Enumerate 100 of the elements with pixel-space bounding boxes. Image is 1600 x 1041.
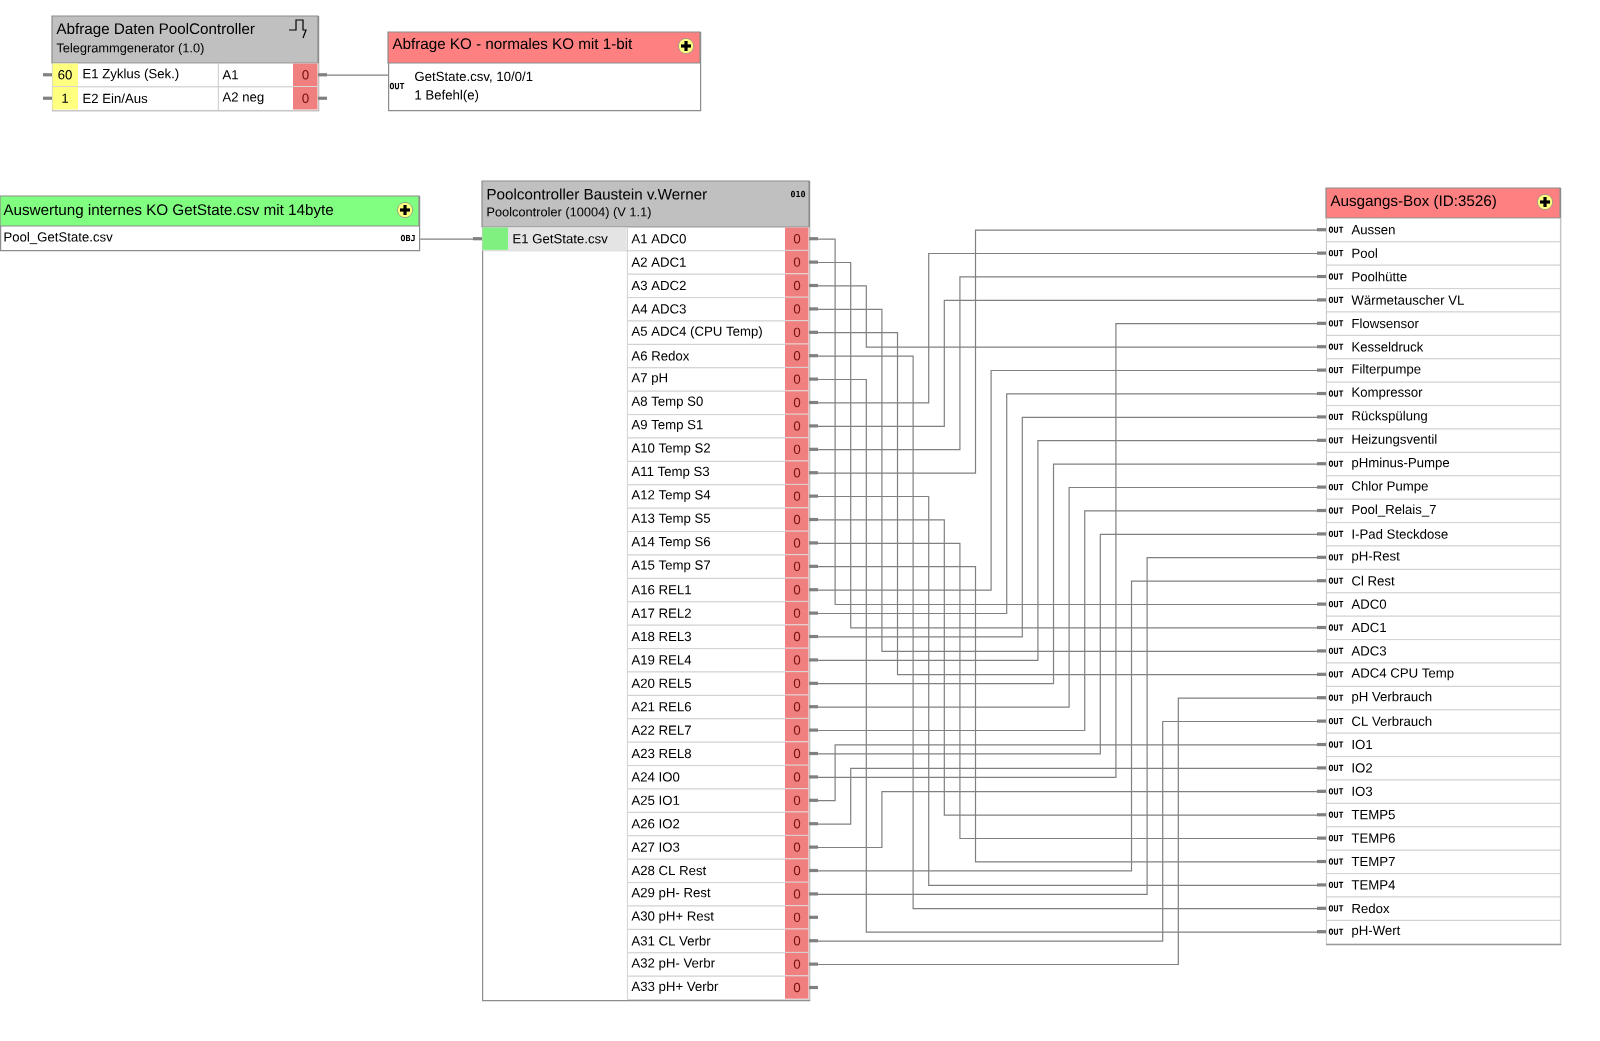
port-row: OUT IO2	[1317, 756, 1561, 781]
port-row: A23 REL8 0	[627, 741, 818, 766]
wire	[809, 276, 1327, 451]
port-row: OUT CL Verbrauch	[1317, 709, 1561, 734]
port-row: A24 IO0 0	[627, 765, 818, 790]
port-row: OUT ADC1	[1317, 615, 1561, 640]
port-row: OUT Poolhütte	[1317, 264, 1561, 289]
object-name: Pool_GetState.csv	[4, 231, 113, 245]
wire	[809, 486, 1327, 708]
wire	[809, 767, 1327, 825]
block-header: Auswertung internes KO GetState.csv mit 14byte	[0, 195, 420, 227]
port-row: A21 REL6 0	[627, 695, 818, 720]
wire	[809, 229, 1327, 474]
port-row: OUT Pool	[1317, 241, 1561, 266]
port-row: OUT pH-Rest	[1317, 545, 1561, 570]
port-row: A5 ADC4 (CPU Temp) 0	[627, 320, 818, 345]
port-row: A4 ADC3 0	[627, 297, 818, 322]
port-row: A15 Temp S7 0	[627, 554, 818, 579]
port-row: E1 GetState.csv	[473, 227, 628, 252]
port-row: A31 CL Verbr 0	[627, 929, 818, 954]
port-row: A33 pH+ Verbr 0	[627, 975, 818, 1000]
port-row: OUT Flowsensor	[1317, 311, 1561, 336]
port-row: A7 pH 0	[627, 367, 818, 392]
port-row: OUT Aussen	[1317, 218, 1561, 243]
port-row: A1 ADC0 0	[627, 227, 818, 252]
wire	[419, 238, 483, 240]
port-row: OUT TEMP5	[1317, 803, 1561, 828]
port-row: A30 pH+ Rest 0	[627, 905, 818, 930]
port-row: OUT Kompressor	[1317, 381, 1561, 406]
port-row: 60 E1 Zyklus (Sek.)	[43, 63, 219, 88]
port-row: OUT Rückspülung	[1317, 405, 1561, 430]
out-tag: OUT	[389, 82, 405, 90]
port-row: A14 Temp S6 0	[627, 531, 818, 556]
port-row: OUT Filterpumpe	[1317, 358, 1561, 383]
port-row: OUT pH-Wert	[1317, 920, 1561, 945]
block-header: Abfrage Daten PoolController Telegrammgenerator (1.0)	[51, 15, 319, 64]
port-row: A1 0	[218, 63, 327, 88]
port-row: OUT Wärmetauscher VL	[1317, 288, 1561, 313]
port-row: A16 REL1 0	[627, 578, 818, 603]
object-address: GetState.csv, 10/0/1	[415, 71, 533, 83]
port-row: A26 IO2 0	[627, 812, 818, 837]
wire	[809, 393, 1327, 615]
port-row: A6 Redox 0	[627, 344, 818, 369]
port-row: A10 Temp S2 0	[627, 437, 818, 462]
port-row: OUT TEMP4	[1317, 873, 1561, 898]
port-row: OUT Redox	[1317, 896, 1561, 921]
wire	[809, 744, 1327, 802]
port-row: OUT I-Pad Steckdose	[1317, 522, 1561, 547]
port-row: A11 Temp S3 0	[627, 461, 818, 486]
wire	[809, 720, 1327, 942]
port-row: OUT ADC0	[1317, 592, 1561, 617]
port-row: A27 IO3 0	[627, 835, 818, 860]
command-count: 1 Befehl(e)	[415, 89, 479, 103]
port-row: A32 pH- Verbr 0	[627, 952, 818, 977]
port-row: A29 pH- Rest 0	[627, 882, 818, 907]
block-header: Ausgangs-Box (ID:3526)	[1325, 187, 1561, 219]
wire	[809, 697, 1327, 966]
port-row: A13 Temp S5 0	[627, 507, 818, 532]
port-row: OUT pH Verbrauch	[1317, 686, 1561, 711]
port-row: A19 REL4 0	[627, 648, 818, 673]
wire	[809, 510, 1327, 732]
wire	[809, 285, 1327, 348]
wire	[809, 440, 1327, 661]
port-row: OUT Kesseldruck	[1317, 335, 1561, 360]
wire	[809, 463, 1327, 685]
wire	[809, 533, 1327, 755]
port-row: OUT pHminus-Pumpe	[1317, 452, 1561, 477]
port-row: OUT Heizungsventil	[1317, 428, 1561, 453]
wire	[809, 416, 1327, 638]
port-row: A18 REL3 0	[627, 624, 818, 649]
wire	[809, 299, 1327, 427]
port-row: 1 E2 Ein/Aus	[43, 86, 219, 111]
port-row: A2 ADC1 0	[627, 250, 818, 275]
port-row: A20 REL5 0	[627, 671, 818, 696]
wire	[809, 791, 1327, 849]
block-header: Abfrage KO - normales KO mit 1-bit	[387, 31, 701, 64]
wire	[809, 495, 1327, 886]
node-label: Poolcontroller Baustein v.Werner	[487, 188, 707, 200]
port-row: A8 Temp S0 0	[627, 390, 818, 415]
port-row: A9 Temp S1 0	[627, 414, 818, 439]
port-row: OUT Chlor Pumpe	[1317, 475, 1561, 500]
wire	[809, 323, 1327, 778]
port-row: OUT IO3	[1317, 779, 1561, 804]
port-row: OUT IO1	[1317, 732, 1561, 757]
port-row: A22 REL7 0	[627, 718, 818, 743]
port-row: A25 IO1 0	[627, 788, 818, 813]
port-row: OUT Pool_Relais_7	[1317, 498, 1561, 523]
wire	[318, 74, 389, 76]
port-row: A12 Temp S4 0	[627, 484, 818, 509]
port-row: OUT TEMP7	[1317, 849, 1561, 874]
wire	[809, 252, 1327, 404]
block-header: Poolcontroller Baustein v.Werner Poolcontroler (10004) (V 1.1) 010	[481, 180, 810, 228]
port-row: A17 REL2 0	[627, 601, 818, 626]
obj-tag: OBJ	[400, 234, 415, 242]
port-row: OUT ADC3	[1317, 639, 1561, 664]
port-row: A2 neg 0	[218, 86, 327, 111]
port-row: A28 CL Rest 0	[627, 858, 818, 883]
node-label: 010	[790, 190, 806, 198]
port-row: OUT TEMP6	[1317, 826, 1561, 851]
wire	[809, 369, 1327, 591]
